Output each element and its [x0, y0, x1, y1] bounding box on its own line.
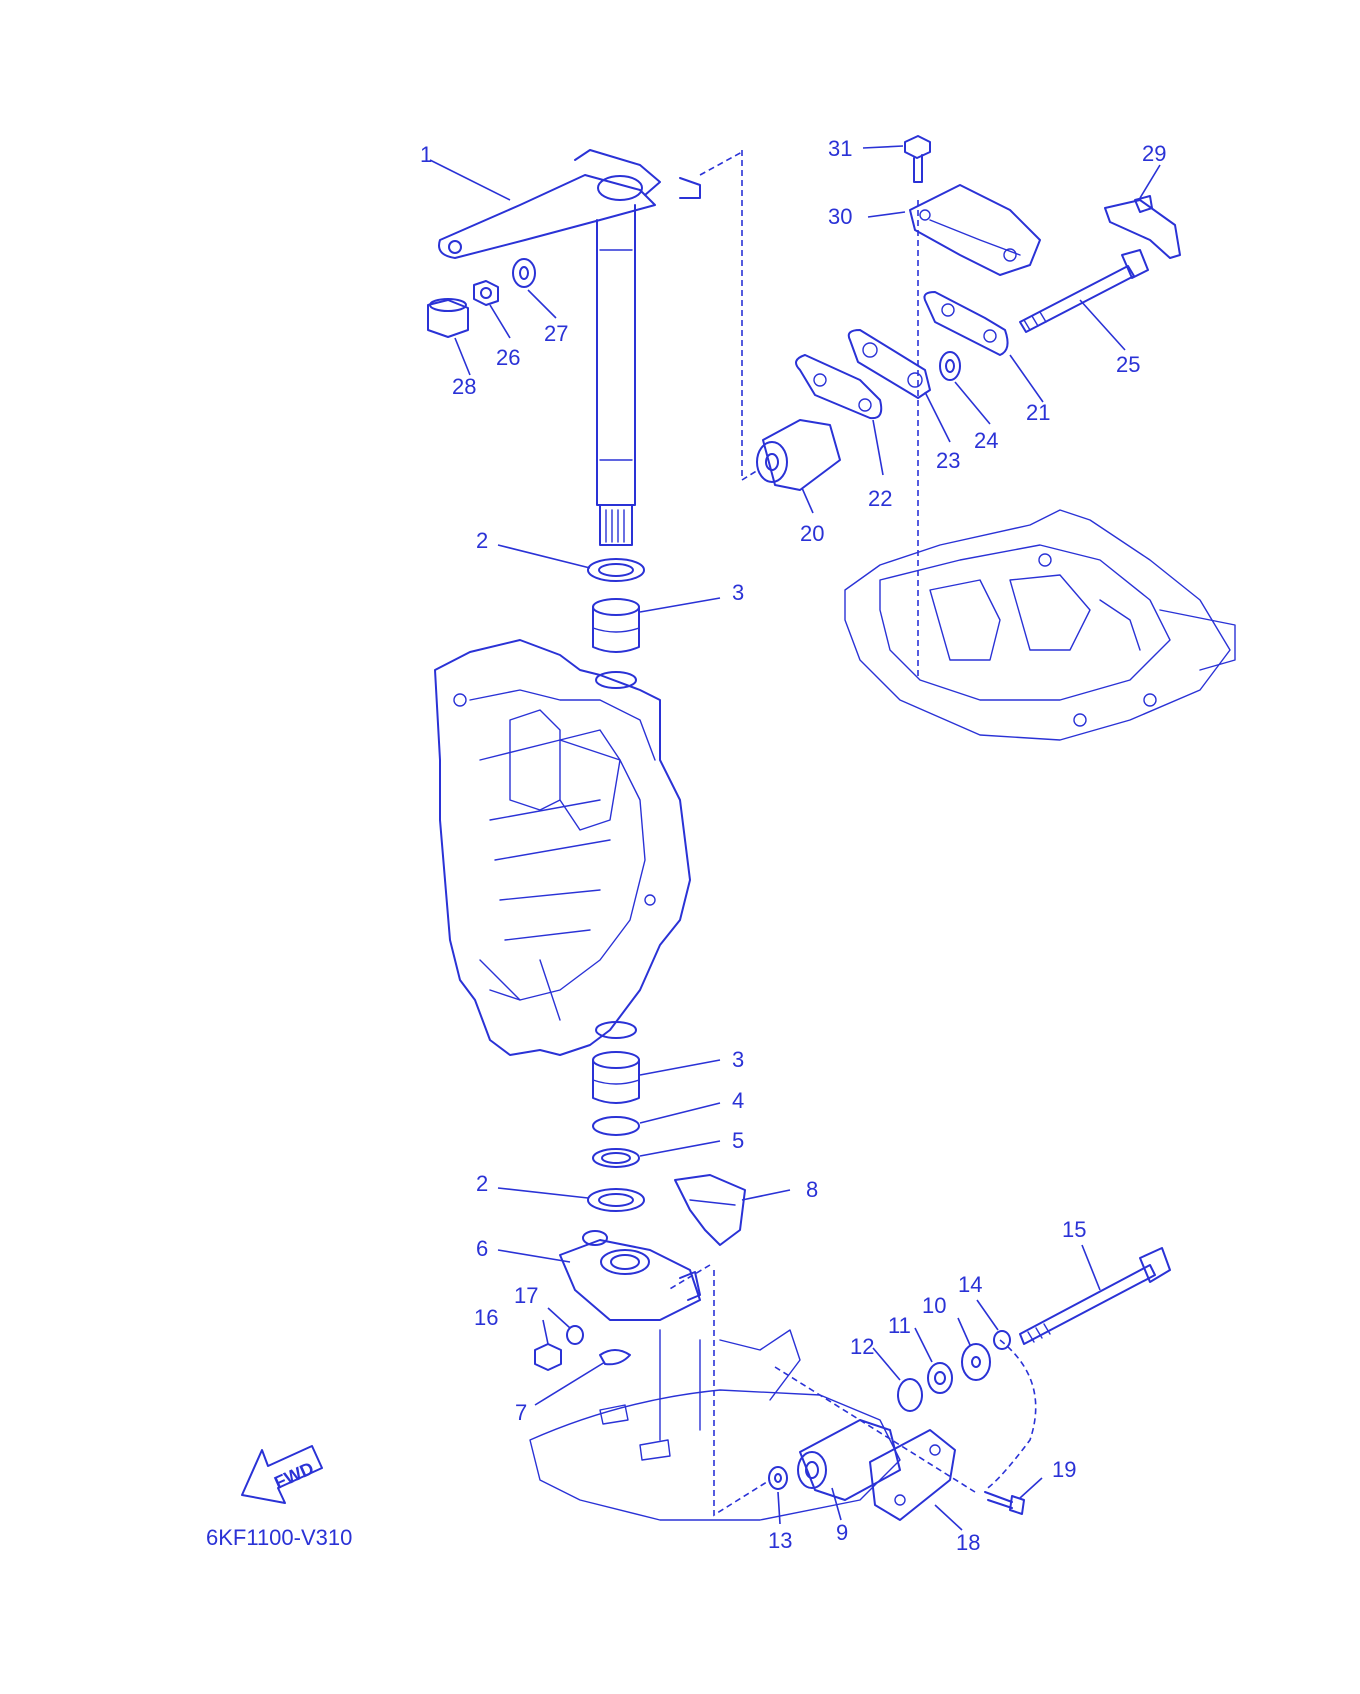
- callout-2-lower[interactable]: 2: [476, 1171, 488, 1196]
- callout-19[interactable]: 19: [1052, 1457, 1076, 1482]
- callout-20[interactable]: 20: [800, 521, 824, 546]
- bushing-part-3-lower[interactable]: [592, 1051, 640, 1104]
- bushing-part-3-upper[interactable]: [592, 598, 640, 653]
- fwd-arrow-icon: FWD: [241, 1445, 323, 1504]
- steering-shaft[interactable]: [596, 204, 636, 546]
- washer-part-5[interactable]: [592, 1148, 640, 1168]
- bolt-part-15[interactable]: [1019, 1247, 1171, 1345]
- cover-part-30[interactable]: [909, 184, 1041, 276]
- nut-part-26[interactable]: [473, 280, 499, 306]
- callout-17[interactable]: 17: [514, 1283, 538, 1308]
- upper-casing: [844, 509, 1236, 741]
- callout-4[interactable]: 4: [732, 1088, 744, 1113]
- washer-part-24[interactable]: [939, 351, 961, 381]
- callout-3-lower[interactable]: 3: [732, 1047, 744, 1072]
- callout-25[interactable]: 25: [1116, 352, 1140, 377]
- o-ring-part-4[interactable]: [592, 1116, 640, 1136]
- callout-1[interactable]: 1: [420, 142, 432, 167]
- callout-21[interactable]: 21: [1026, 400, 1050, 425]
- nut-part-16[interactable]: [534, 1343, 562, 1371]
- callout-2-upper[interactable]: 2: [476, 528, 488, 553]
- callout-7[interactable]: 7: [515, 1400, 527, 1425]
- washer-part-11[interactable]: [927, 1362, 953, 1394]
- mount-rubber-part-9[interactable]: [797, 1419, 901, 1501]
- washer-part-27[interactable]: [512, 258, 536, 288]
- bracket-part-29[interactable]: [1104, 195, 1181, 259]
- callout-22[interactable]: 22: [868, 486, 892, 511]
- steering-arm-part-1[interactable]: [438, 149, 701, 259]
- callout-11[interactable]: 11: [888, 1313, 911, 1338]
- lower-bracket-part-6[interactable]: [559, 1230, 701, 1321]
- callout-12[interactable]: 12: [850, 1334, 874, 1359]
- callout-29[interactable]: 29: [1142, 141, 1166, 166]
- washer-part-2-upper[interactable]: [587, 558, 645, 582]
- callout-8[interactable]: 8: [806, 1177, 818, 1202]
- callout-13[interactable]: 13: [768, 1528, 792, 1553]
- plate-part-21[interactable]: [923, 291, 1009, 356]
- nut-part-28[interactable]: [427, 298, 469, 338]
- bolt-part-19[interactable]: [984, 1491, 1025, 1515]
- callout-31[interactable]: 31: [828, 136, 852, 161]
- callout-26[interactable]: 26: [496, 345, 520, 370]
- bottom-plate: [529, 1329, 901, 1521]
- callout-18[interactable]: 18: [956, 1530, 980, 1555]
- diagram-code: 6KF1100-V310: [206, 1525, 352, 1550]
- washer-part-17[interactable]: [566, 1325, 584, 1345]
- leader-lines: [429, 145, 1161, 1531]
- callout-24[interactable]: 24: [974, 428, 998, 453]
- plate-part-23[interactable]: [847, 329, 931, 399]
- callout-14[interactable]: 14: [958, 1272, 982, 1297]
- washer-part-12[interactable]: [897, 1378, 923, 1412]
- cover-part-18[interactable]: [869, 1429, 956, 1521]
- washer-part-10[interactable]: [961, 1343, 991, 1381]
- clip-part-7[interactable]: [599, 1349, 631, 1366]
- callout-30[interactable]: 30: [828, 204, 852, 229]
- callout-6[interactable]: 6: [476, 1236, 488, 1261]
- bolt-part-31[interactable]: [904, 135, 931, 183]
- fwd-label: FWD: [271, 1458, 317, 1493]
- cover-part-8[interactable]: [674, 1174, 746, 1246]
- callout-23[interactable]: 23: [936, 448, 960, 473]
- callout-16[interactable]: 16: [474, 1305, 498, 1330]
- washer-part-2-lower[interactable]: [587, 1188, 645, 1212]
- callout-10[interactable]: 10: [922, 1293, 946, 1318]
- swivel-bracket[interactable]: [434, 639, 691, 1056]
- callout-28[interactable]: 28: [452, 374, 476, 399]
- plate-part-22[interactable]: [795, 354, 883, 420]
- callout-27[interactable]: 27: [544, 321, 568, 346]
- washer-part-13[interactable]: [768, 1466, 788, 1490]
- washer-part-14[interactable]: [993, 1330, 1011, 1350]
- mount-rubber-part-20[interactable]: [756, 419, 841, 491]
- callout-9[interactable]: 9: [836, 1520, 848, 1545]
- callout-15[interactable]: 15: [1062, 1217, 1086, 1242]
- bolt-part-25[interactable]: [1019, 249, 1149, 333]
- callout-3-upper[interactable]: 3: [732, 580, 744, 605]
- callout-5[interactable]: 5: [732, 1128, 744, 1153]
